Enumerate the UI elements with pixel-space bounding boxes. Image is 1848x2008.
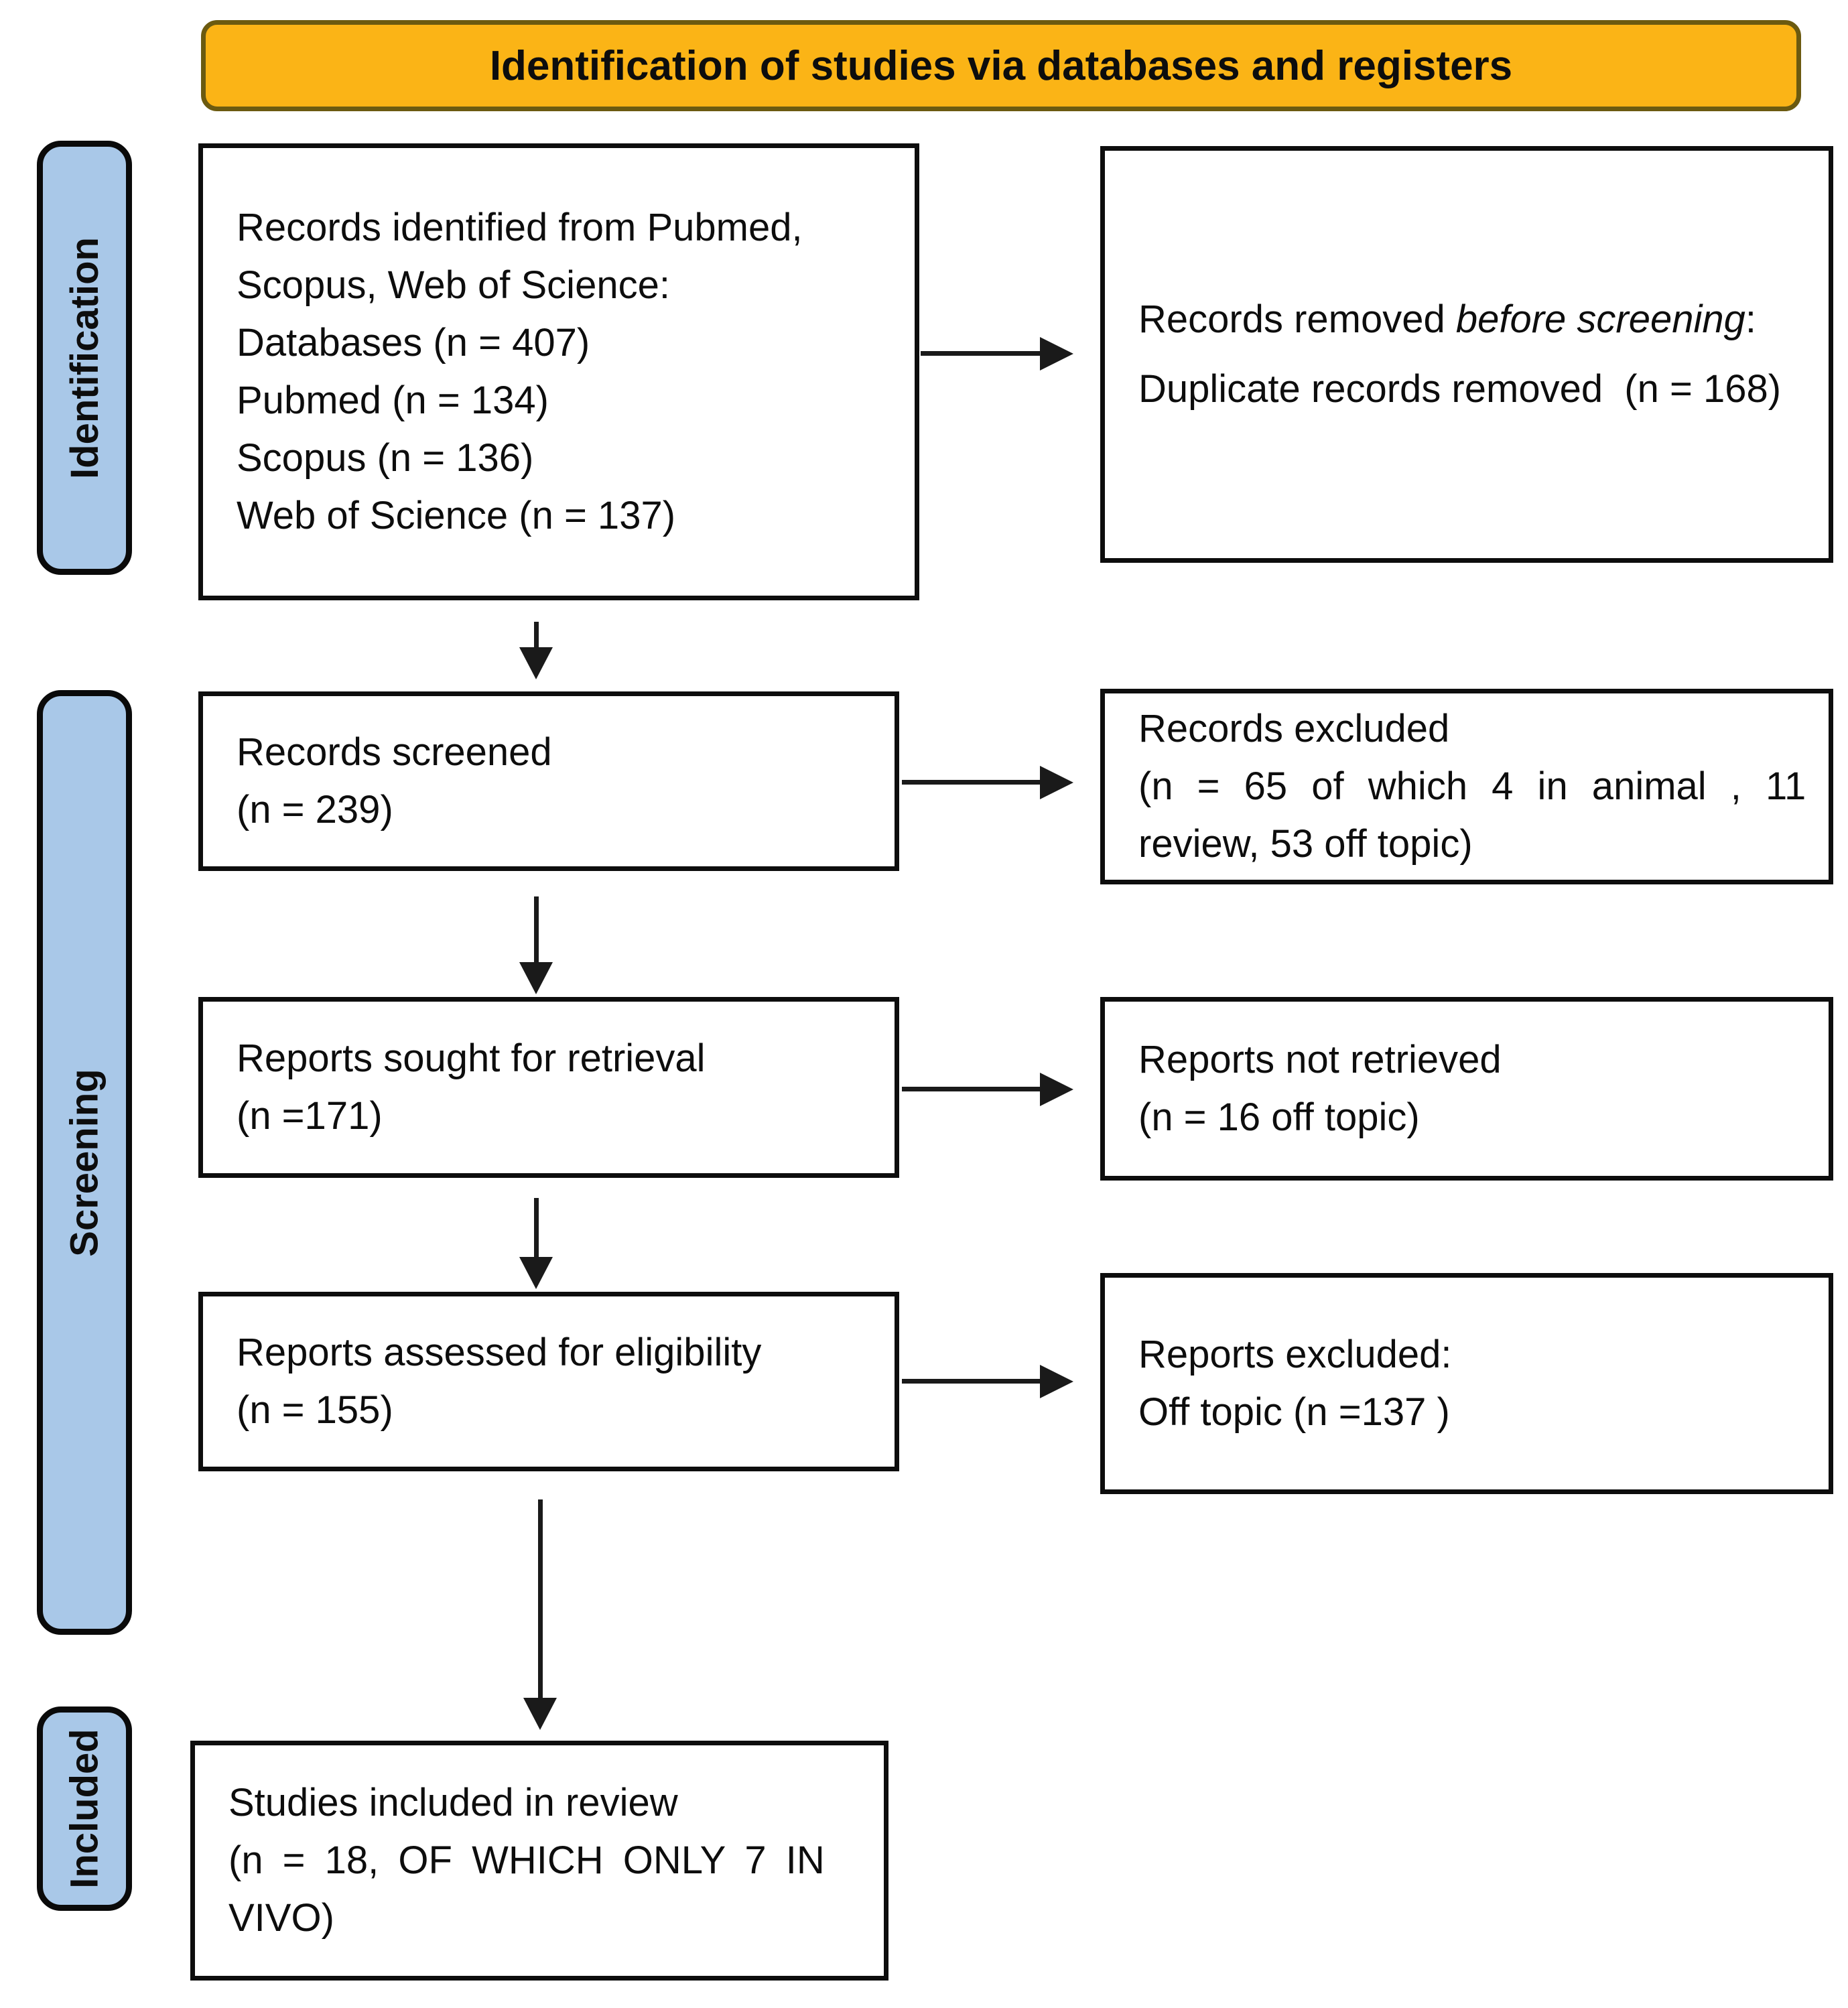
box-line: Duplicate records removed (n = 168)	[1138, 367, 1782, 411]
stage-label-text: Included	[62, 1729, 107, 1889]
box-line: Records removed before screening:	[1138, 285, 1802, 354]
stage-label-identification: Identification	[37, 141, 132, 575]
box-line: (n = 239)	[237, 788, 393, 831]
box-line: Records identified from Pubmed,	[237, 206, 803, 249]
box-records-excluded: Records excluded (n = 65 of which 4 in a…	[1100, 689, 1833, 884]
arrow-head	[519, 1257, 553, 1289]
arrow-head	[1040, 1073, 1073, 1106]
stage-label-included: Included	[37, 1706, 132, 1911]
box-reports-assessed: Reports assessed for eligibility (n = 15…	[198, 1292, 899, 1471]
box-line: Records excluded	[1138, 707, 1450, 750]
box-line: Off topic (n =137 )	[1138, 1390, 1450, 1434]
box-line: Reports excluded:	[1138, 1333, 1452, 1376]
stage-label-screening: Screening	[37, 690, 132, 1635]
text-suffix: :	[1745, 297, 1757, 341]
box-line: Reports not retrieved	[1138, 1038, 1502, 1081]
box-studies-included: Studies included in review (n = 18, OF W…	[190, 1741, 888, 1981]
stage-label-text: Identification	[62, 237, 107, 479]
box-line: review, 53 off topic)	[1138, 822, 1473, 866]
arrow-stem	[534, 622, 539, 650]
box-line: (n = 65 of which 4 in animal , 11	[1138, 764, 1806, 808]
arrow-head	[1040, 766, 1073, 799]
arrow-stem	[538, 1499, 543, 1700]
banner: Identification of studies via databases …	[201, 20, 1801, 111]
box-records-removed: Records removed before screening: Duplic…	[1100, 146, 1833, 563]
box-line: Studies included in review	[228, 1781, 678, 1824]
arrow-stem	[902, 1379, 1044, 1384]
box-records-identified: Records identified from Pubmed, Scopus, …	[198, 143, 919, 600]
box-line: Pubmed (n = 134)	[237, 379, 549, 422]
arrow-head	[523, 1698, 557, 1730]
box-line: Scopus (n = 136)	[237, 436, 534, 480]
banner-title: Identification of studies via databases …	[489, 42, 1513, 89]
arrow-stem	[902, 1087, 1044, 1091]
arrow-stem	[534, 896, 539, 965]
arrow-head	[519, 647, 553, 679]
box-reports-sought: Reports sought for retrieval (n =171)	[198, 997, 899, 1178]
text-italic: before screening	[1455, 297, 1745, 341]
arrow-head	[519, 962, 553, 994]
box-line: Web of Science (n = 137)	[237, 494, 676, 537]
box-line: Scopus, Web of Science:	[237, 263, 670, 307]
arrow-stem	[902, 780, 1044, 785]
text-prefix: Records removed	[1138, 297, 1456, 341]
arrow-head	[1040, 337, 1073, 371]
box-line: (n = 18, OF WHICH ONLY 7 IN	[228, 1838, 825, 1882]
box-reports-not-retrieved: Reports not retrieved (n = 16 off topic)	[1100, 997, 1833, 1181]
box-line: Records screened	[237, 730, 552, 774]
box-line: (n = 16 off topic)	[1138, 1095, 1420, 1139]
stage-label-text: Screening	[62, 1068, 107, 1257]
box-line: Reports assessed for eligibility	[237, 1331, 762, 1374]
box-line: Reports sought for retrieval	[237, 1036, 706, 1080]
arrow-stem	[921, 351, 1044, 356]
arrow-head	[1040, 1365, 1073, 1398]
arrow-stem	[534, 1198, 539, 1260]
box-line: Databases (n = 407)	[237, 321, 590, 364]
box-records-screened: Records screened (n = 239)	[198, 691, 899, 871]
box-line: (n =171)	[237, 1094, 383, 1138]
box-reports-excluded: Reports excluded: Off topic (n =137 )	[1100, 1273, 1833, 1494]
box-line: (n = 155)	[237, 1388, 393, 1432]
box-line: VIVO)	[228, 1896, 334, 1940]
